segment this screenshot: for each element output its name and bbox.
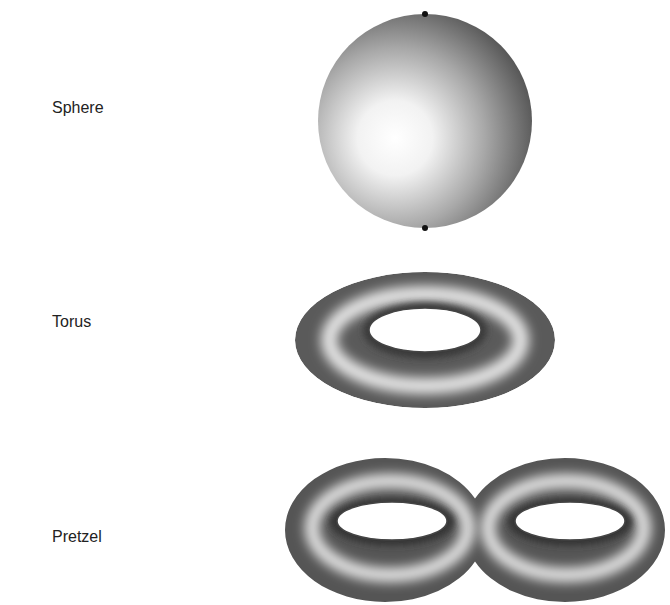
surface-label: Torus bbox=[52, 312, 91, 331]
torus bbox=[295, 272, 555, 408]
pretzel bbox=[280, 450, 670, 605]
sphere bbox=[318, 11, 532, 231]
pole-dot bbox=[422, 11, 428, 17]
surface-label: Sphere bbox=[52, 98, 104, 117]
surface-label: Pretzel bbox=[52, 527, 102, 546]
pole-dot bbox=[422, 225, 428, 231]
